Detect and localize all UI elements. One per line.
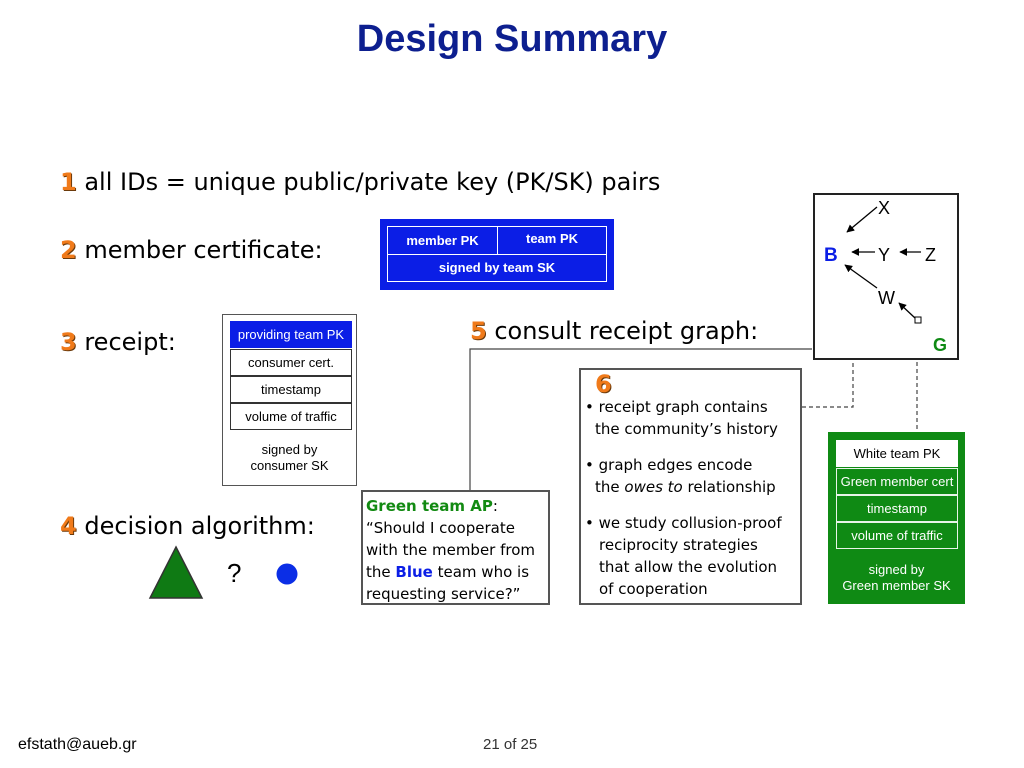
- green-team-colon: :: [492, 497, 498, 515]
- item-3-number: 3: [60, 328, 77, 356]
- page-title: Design Summary: [356, 18, 668, 60]
- graph-node-g: G: [933, 335, 947, 355]
- footer-page-number: 21: [483, 736, 500, 753]
- footer-of: of: [503, 736, 517, 753]
- green-receipt-signed-line1: signed by: [868, 562, 925, 577]
- item-4: 4 decision algorithm:: [60, 512, 315, 540]
- edge-x-b: [846, 206, 878, 233]
- box6-b2-rel: relationship: [687, 478, 776, 496]
- graph-node-w: W: [878, 288, 895, 308]
- green-team-line-4: requesting service?”: [366, 585, 521, 603]
- box6-b1-l2: the community’s history: [595, 420, 778, 438]
- edge-g-w: [898, 302, 916, 319]
- item-4-text: decision algorithm:: [84, 512, 315, 540]
- box6-bullet-1: • receipt graph contains the community’s…: [585, 398, 778, 438]
- footer-total: 25: [520, 736, 538, 753]
- cert-team-pk: team PK: [525, 231, 579, 246]
- graph-node-y: Y: [878, 245, 890, 265]
- graph-node-z: Z: [925, 245, 936, 265]
- item-2: 2 member certificate:: [60, 236, 323, 264]
- box-6-number: 6: [595, 370, 612, 398]
- item-5: 5 consult receipt graph:: [470, 317, 758, 345]
- green-team-title: Green team AP: [366, 497, 493, 515]
- green-receipt-signed-line2: Green member SK: [842, 578, 951, 593]
- box6-b1-l1: receipt graph contains: [598, 398, 768, 416]
- item-5-number: 5: [470, 317, 487, 345]
- receipt-box: providing team PK consumer cert. timesta…: [222, 314, 357, 486]
- box6-bullet-3: • we study collusion-proof reciprocity s…: [585, 514, 782, 598]
- graph-node-x: X: [878, 198, 890, 218]
- connector-6-to-graph: [802, 361, 854, 408]
- box-6: 6 • receipt graph contains the community…: [579, 368, 802, 605]
- green-team-line-3c: team who is: [437, 563, 530, 581]
- item-5-text: consult receipt graph:: [494, 317, 759, 345]
- edge-w-b: [844, 264, 878, 289]
- decision-question-mark: ?: [227, 558, 242, 588]
- box6-b2-the: the: [595, 478, 620, 496]
- receipt-field-consumer-cert: consumer cert.: [230, 349, 352, 376]
- receipt-field-volume: volume of traffic: [230, 403, 352, 430]
- member-certificate-box: member PK team PK signed by team SK: [380, 219, 614, 290]
- circle-icon: [276, 563, 298, 585]
- graph-node-b: B: [824, 245, 838, 266]
- green-team-ap-box: Green team AP: “Should I cooperate with …: [361, 490, 550, 605]
- green-team-line-1: “Should I cooperate: [366, 519, 515, 537]
- item-3-text: receipt:: [84, 328, 176, 356]
- box6-b2-l1: graph edges encode: [598, 456, 753, 474]
- connector-5-to-graph: [469, 348, 812, 490]
- cert-member-pk: member PK: [388, 227, 498, 254]
- green-receipt-box: White team PK Green member cert timestam…: [828, 432, 965, 604]
- box6-b3-l4: of cooperation: [599, 580, 708, 598]
- item-4-number: 4: [60, 512, 77, 540]
- receipt-field-timestamp: timestamp: [230, 376, 352, 403]
- receipt-signed-line2: consumer SK: [250, 458, 329, 473]
- item-1-number: 1: [60, 168, 77, 196]
- item-2-number: 2: [60, 236, 77, 264]
- box6-b3-l2: reciprocity strategies: [599, 536, 758, 554]
- footer-page-indicator: 21 of 25: [483, 736, 537, 753]
- receipt-graph-svg: X B Y Z W G: [824, 198, 947, 355]
- green-team-line-2: with the member from: [366, 541, 536, 559]
- item-3: 3 receipt:: [60, 328, 176, 356]
- item-1: 1 all IDs = unique public/private key (P…: [60, 168, 660, 196]
- receipt-signed-line1: signed by: [261, 442, 318, 457]
- triangle-icon: [148, 545, 204, 599]
- footer-email: efstath@aueb.gr: [18, 736, 137, 753]
- green-receipt-signed: signed by Green member SK: [828, 562, 965, 594]
- box6-b2-owes: owes to: [624, 478, 683, 496]
- box6-bullet-2: • graph edges encode the owes to relatio…: [585, 456, 776, 496]
- receipt-signed: signed by consumer SK: [223, 442, 356, 474]
- item-2-text: member certificate:: [84, 236, 323, 264]
- receipt-graph: X B Y Z W G: [813, 193, 959, 360]
- green-team-blue-word: Blue: [395, 563, 433, 581]
- item-1-text: all IDs = unique public/private key (PK/…: [84, 168, 661, 196]
- cert-signed: signed by team SK: [438, 260, 556, 275]
- box6-b3-l1: we study collusion-proof: [598, 514, 782, 532]
- green-team-line-3a: the: [366, 563, 391, 581]
- green-receipt-timestamp: timestamp: [836, 495, 958, 522]
- box6-b3-l3: that allow the evolution: [599, 558, 778, 576]
- green-receipt-member-cert: Green member cert: [836, 468, 958, 495]
- graph-g-handle: [914, 316, 922, 324]
- receipt-field-provider: providing team PK: [230, 321, 352, 348]
- green-receipt-white-team-pk: White team PK: [836, 440, 958, 467]
- green-receipt-volume: volume of traffic: [836, 522, 958, 549]
